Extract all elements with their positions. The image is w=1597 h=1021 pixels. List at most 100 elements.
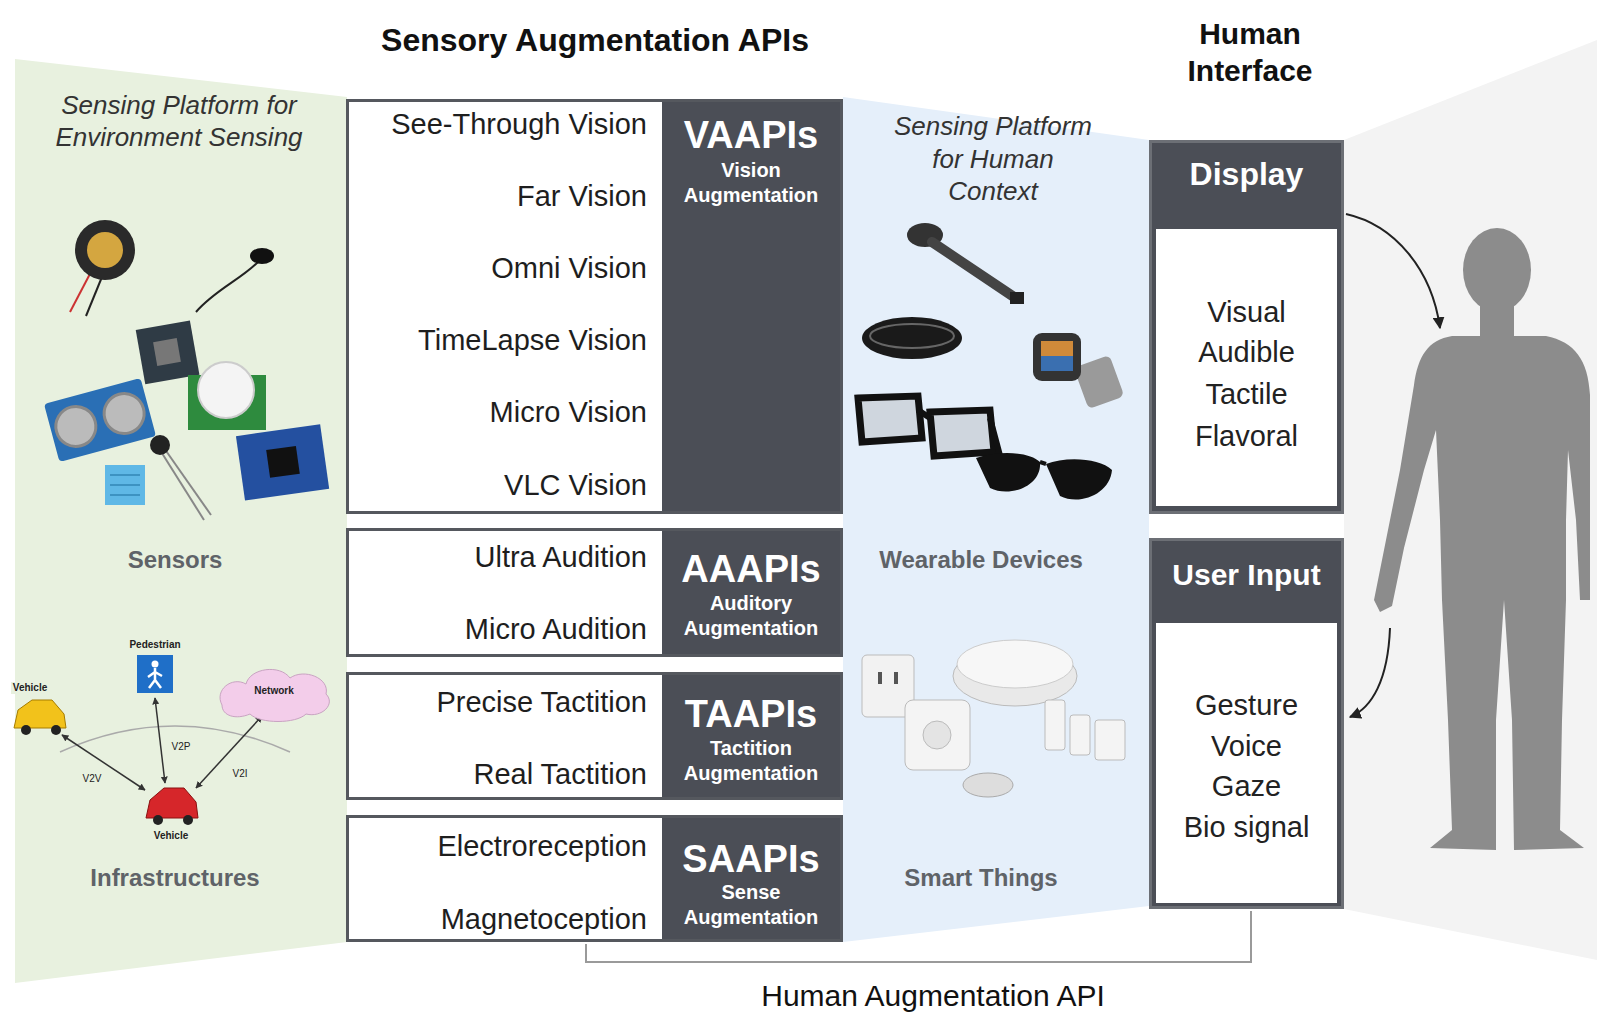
text-slot: Human Augmentation API — [761, 977, 1105, 1015]
sensor-pictures — [136, 321, 200, 385]
text-slot: Omni Vision — [491, 250, 647, 286]
text-slot: Sensing Platform for Human Context — [886, 110, 1101, 208]
vehicle-network-picture — [51, 725, 61, 735]
text-slot: Vision Augmentation — [669, 158, 833, 208]
picture-label: Vehicle — [11, 682, 49, 695]
interface-heading: Display — [1190, 154, 1304, 194]
column-heading: Human Interface — [1170, 15, 1330, 90]
link-label: V2V — [81, 773, 104, 786]
text-slot: See-Through Vision — [391, 106, 647, 142]
text-slot: Micro Vision — [490, 394, 647, 430]
smart-thing-pictures — [923, 721, 951, 749]
text-slot: Voice — [1211, 728, 1282, 764]
text-slot: Far Vision — [517, 178, 647, 214]
text-slot: Display — [1190, 154, 1304, 194]
text-slot: VLC Vision — [504, 467, 647, 503]
sensor-pictures — [236, 424, 329, 500]
smart-thing-pictures — [1045, 700, 1065, 750]
modality-item: Audible — [1198, 334, 1295, 370]
panel-heading: Sensing Platform for Environment Sensing — [48, 89, 310, 154]
api-name: TAAPIs — [685, 691, 817, 739]
interface-box: DisplayVisualAudibleTactileFlavoral — [1149, 140, 1344, 514]
text-slot: Infrastructures — [90, 863, 259, 893]
display-arrow — [1346, 214, 1440, 328]
modality-item: Tactile — [1205, 376, 1287, 412]
sensor-pictures — [105, 465, 145, 505]
vehicle-network-picture — [137, 655, 173, 693]
link-label: V2P — [170, 741, 193, 754]
smart-thing-pictures — [963, 773, 1013, 797]
sensor-pictures — [51, 402, 100, 451]
text-slot: Sensory Augmentation APIs — [381, 20, 809, 60]
api-group-box: See-Through VisionFar VisionOmni VisionT… — [346, 99, 843, 514]
text-slot: Sense Augmentation — [669, 880, 833, 930]
api-item: Micro Audition — [465, 611, 647, 647]
smart-thing-pictures — [1095, 720, 1125, 760]
human-figure — [1374, 336, 1590, 850]
smart-thing-pictures — [905, 700, 970, 770]
api-name: AAAPIs — [681, 546, 820, 594]
text-slot: Auditory Augmentation — [669, 591, 833, 641]
text-slot: Magnetoception — [441, 901, 647, 937]
smart-thing-pictures — [894, 672, 898, 684]
wearable-pictures — [1033, 333, 1081, 381]
text-slot: Pedestrian — [127, 639, 182, 652]
api-item: See-Through Vision — [391, 106, 647, 142]
wearable-pictures — [1041, 356, 1073, 371]
api-item: Ultra Audition — [475, 539, 648, 575]
interface-box: User InputGestureVoiceGazeBio signal — [1149, 538, 1344, 909]
text-slot: Tactition Augmentation — [669, 736, 833, 786]
sensor-pictures — [198, 362, 254, 418]
panel-outline — [843, 97, 1149, 942]
sensor-pictures — [136, 321, 200, 385]
wearable-pictures — [1010, 292, 1024, 304]
text-slot: VAAPIs — [684, 112, 818, 160]
api-subtitle: Tactition Augmentation — [669, 736, 833, 786]
api-group-box: Precise TactitionReal TactitionTAAPIsTac… — [346, 672, 843, 800]
api-label-panel: SAAPIsSense Augmentation — [662, 818, 840, 939]
text-slot: SAAPIs — [682, 836, 819, 884]
interface-heading: User Input — [1172, 556, 1320, 594]
modality-item: Flavoral — [1195, 418, 1298, 454]
text-slot: Vehicle — [11, 682, 49, 695]
api-item: Far Vision — [517, 178, 647, 214]
text-slot: Precise Tactition — [436, 684, 647, 720]
interface-backdrop — [1344, 40, 1597, 960]
api-item: Precise Tactition — [436, 684, 647, 720]
picture-label: Pedestrian — [127, 639, 182, 652]
api-group-box: ElectroreceptionMagnetoception SAAPIsSens… — [346, 815, 843, 942]
sensor-pictures — [250, 248, 274, 264]
human-figure — [1463, 228, 1531, 312]
text-slot: Electroreception — [437, 828, 647, 864]
text-slot: Ultra Audition — [475, 539, 648, 575]
panel-fill — [15, 59, 347, 983]
text-slot: Audible — [1198, 334, 1295, 370]
text-slot: Gaze — [1212, 768, 1281, 804]
human-figure — [1480, 300, 1514, 342]
text-slot: TimeLapse Vision — [418, 322, 647, 358]
sensor-pictures — [110, 475, 140, 495]
api-label-panel: VAAPIsVision Augmentation — [662, 102, 840, 511]
modality-item: Gesture — [1195, 687, 1298, 723]
api-subtitle: Auditory Augmentation — [669, 591, 833, 641]
environment-sensing-panel: Sensing Platform for Environment Sensing… — [15, 59, 347, 983]
link-label: V2I — [230, 768, 249, 781]
vehicle-network-picture — [21, 725, 31, 735]
sensor-pictures — [75, 220, 135, 280]
text-slot: V2V — [81, 773, 104, 786]
api-name: VAAPIs — [684, 112, 818, 160]
api-item: VLC Vision — [504, 467, 647, 503]
api-item: TimeLapse Vision — [418, 322, 647, 358]
sensor-pictures — [87, 232, 123, 268]
panel-outline — [15, 59, 347, 983]
text-slot: Sensors — [128, 545, 223, 575]
vehicle-network-picture — [152, 661, 159, 668]
text-slot: Smart Things — [904, 863, 1057, 893]
panel-caption: Sensors — [128, 545, 223, 575]
panel-caption: Infrastructures — [90, 863, 259, 893]
smart-thing-pictures — [1070, 715, 1090, 755]
text-slot: Flavoral — [1195, 418, 1298, 454]
input-arrow — [1350, 628, 1390, 717]
text-slot: V2I — [230, 768, 249, 781]
